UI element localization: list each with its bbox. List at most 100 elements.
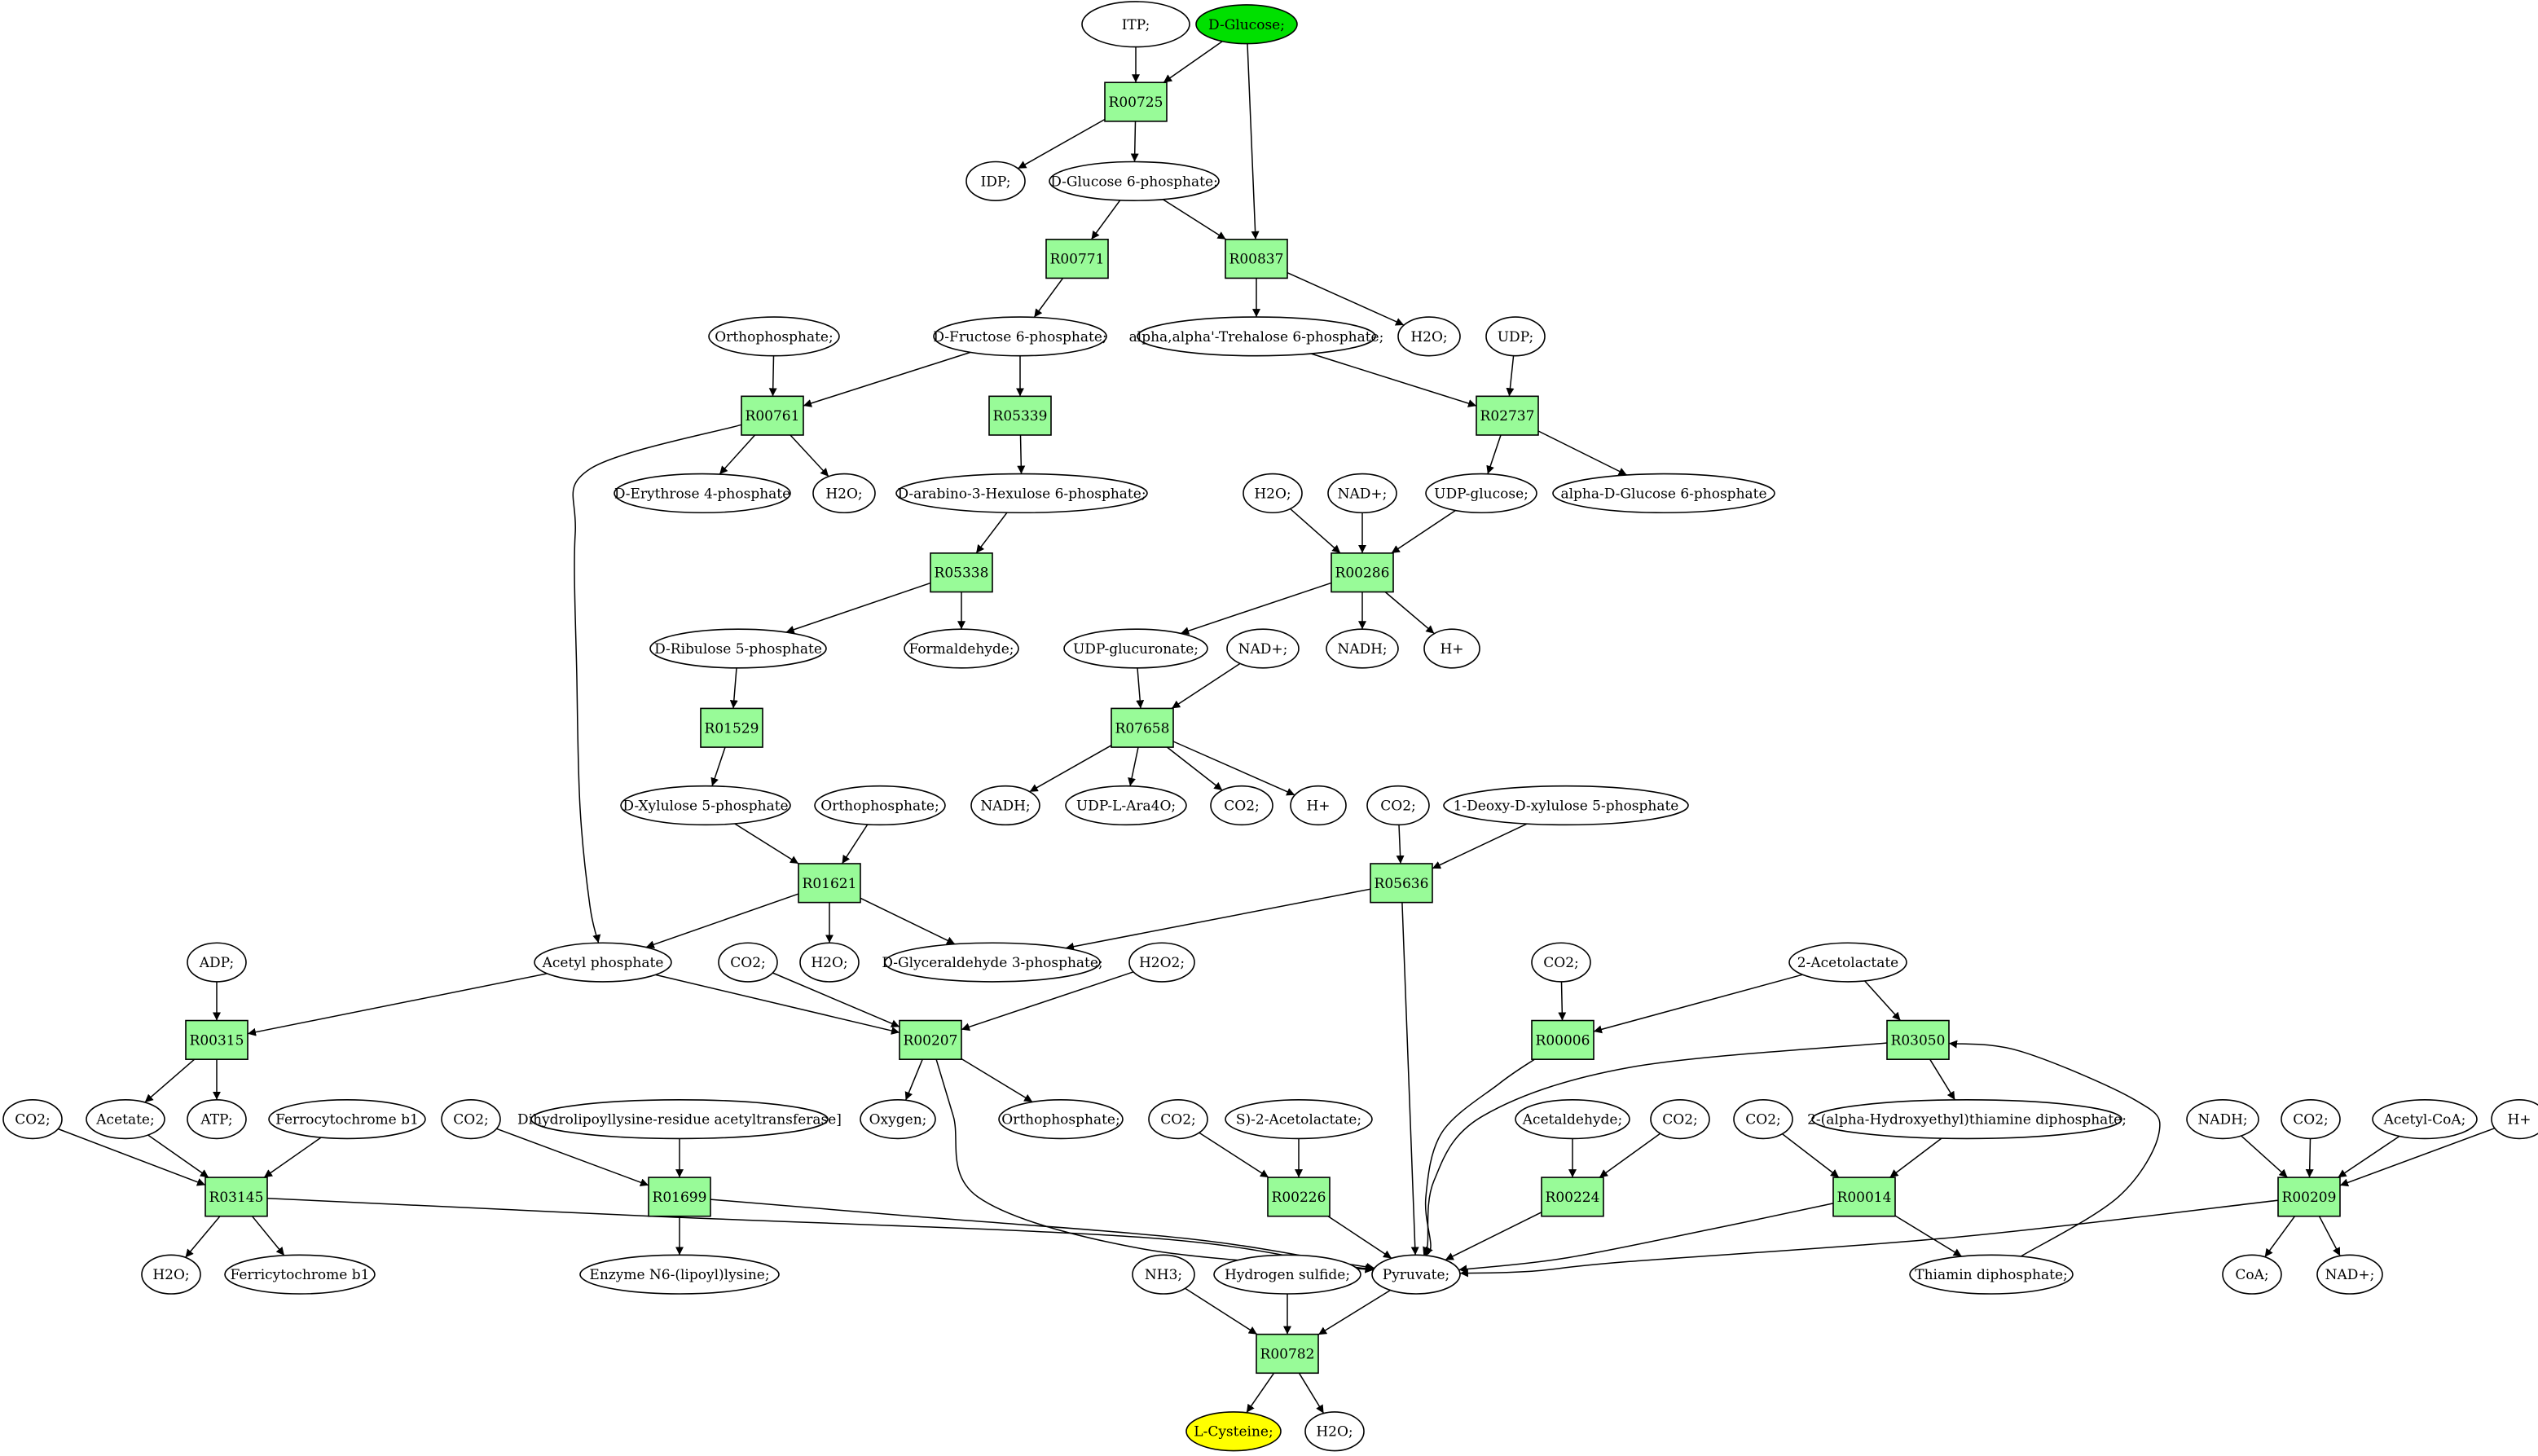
compound-ellipse: [799, 942, 860, 983]
compound-node-c_treh6p[interactable]: alpha,alpha'-Trehalose 6-phosphate;: [1129, 316, 1384, 357]
reaction-node-r_r03050[interactable]: R03050: [1886, 1019, 1950, 1060]
compound-node-c_h_a[interactable]: H+: [1423, 628, 1480, 669]
compound-node-c_co2_b[interactable]: CO2;: [1366, 785, 1430, 826]
node-label: R05338: [935, 565, 989, 582]
compound-node-c_h2o2[interactable]: H2O2;: [1128, 942, 1195, 983]
reaction-node-r_r00207[interactable]: R00207: [899, 1019, 962, 1060]
compound-node-c_h_b[interactable]: H+: [1290, 785, 1347, 826]
compound-node-c_hcho[interactable]: Formaldehyde;: [904, 628, 1019, 669]
compound-node-c_udpg[interactable]: UDP-glucose;: [1425, 473, 1537, 514]
compound-node-c_h2o_d[interactable]: H2O;: [799, 942, 860, 983]
compound-node-c_pi_c[interactable]: Orthophosphate;: [998, 1099, 1124, 1140]
compound-node-c_cys[interactable]: L-Cysteine;: [1185, 1411, 1282, 1452]
reaction-node-r_r02737[interactable]: R02737: [1476, 395, 1539, 436]
reaction-node-r_r00014[interactable]: R00014: [1832, 1177, 1896, 1217]
compound-node-c_nadh_a[interactable]: NADH;: [1326, 628, 1399, 669]
compound-node-c_h2o_f[interactable]: H2O;: [1304, 1411, 1365, 1452]
compound-node-c_co2_h[interactable]: CO2;: [1650, 1099, 1710, 1140]
reaction-node-r_r01621[interactable]: R01621: [798, 863, 861, 904]
reaction-node-r_r00209[interactable]: R00209: [2277, 1177, 2341, 1217]
compound-node-c_h2o_a[interactable]: H2O;: [1397, 316, 1461, 357]
reaction-node-r_r00761[interactable]: R00761: [741, 395, 804, 436]
compound-node-c_adp[interactable]: ADP;: [187, 942, 247, 983]
compound-node-c_fcb1_a[interactable]: Ferrocytochrome b1: [268, 1099, 426, 1140]
compound-node-c_ru5p[interactable]: D-Ribulose 5-phosphate: [649, 628, 827, 669]
compound-node-c_h2o_c[interactable]: H2O;: [1243, 473, 1303, 514]
compound-node-c_f6p[interactable]: D-Fructose 6-phosphate;: [933, 316, 1107, 357]
compound-node-c_lipoyl[interactable]: Enzyme N6-(lipoyl)lysine;: [579, 1254, 780, 1295]
compound-node-c_tpp[interactable]: Thiamin diphosphate;: [1909, 1254, 2074, 1295]
compound-node-c_ag6p[interactable]: alpha-D-Glucose 6-phosphate: [1552, 473, 1775, 514]
reaction-node-r_r03145[interactable]: R03145: [205, 1177, 268, 1217]
compound-node-c_pi_a[interactable]: Orthophosphate;: [708, 316, 840, 357]
reaction-node-r_r05338[interactable]: R05338: [930, 552, 993, 593]
reaction-node-r_r00771[interactable]: R00771: [1045, 238, 1109, 279]
compound-ellipse: [224, 1254, 376, 1295]
compound-node-c_fcb1_b[interactable]: Ferricytochrome b1: [224, 1254, 376, 1295]
reaction-node-r_r01699[interactable]: R01699: [648, 1177, 711, 1217]
edge-r_r00761-to-c_acp: [572, 424, 742, 944]
compound-node-c_o2[interactable]: Oxygen;: [860, 1099, 936, 1140]
reaction-node-r_r00006[interactable]: R00006: [1531, 1019, 1594, 1060]
compound-node-c_acl[interactable]: 2-Acetolactate: [1788, 942, 1907, 983]
compound-node-c_nad_c[interactable]: NAD+;: [2316, 1254, 2383, 1295]
reaction-node-r_r00224[interactable]: R00224: [1541, 1177, 1604, 1217]
compound-node-c_accoa[interactable]: Acetyl-CoA;: [2372, 1099, 2478, 1140]
compound-node-c_x5p[interactable]: D-Xylulose 5-phosphate: [620, 785, 791, 826]
compound-node-c_acetate[interactable]: Acetate;: [86, 1099, 165, 1140]
compound-node-c_co2_a[interactable]: CO2;: [1210, 785, 1273, 826]
compound-node-c_co2_i[interactable]: CO2;: [1733, 1099, 1793, 1140]
compound-node-c_h2o_e[interactable]: H2O;: [141, 1254, 201, 1295]
reaction-node-r_r00286[interactable]: R00286: [1331, 552, 1394, 593]
reaction-node-r_r01529[interactable]: R01529: [700, 707, 763, 748]
compound-node-c_udpara[interactable]: UDP-L-Ara4O;: [1065, 785, 1187, 826]
compound-node-c_acp[interactable]: Acetyl phosphate: [534, 942, 672, 983]
compound-node-c_nh3[interactable]: NH3;: [1132, 1254, 1195, 1295]
compound-node-c_h2s[interactable]: Hydrogen sulfide;: [1213, 1254, 1361, 1295]
compound-node-c_h2o_b[interactable]: H2O;: [812, 473, 876, 514]
compound-node-c_nadh_c[interactable]: NADH;: [2186, 1099, 2259, 1140]
compound-node-c_sacl[interactable]: S)-2-Acetolactate;: [1225, 1099, 1373, 1140]
compound-node-c_pyr[interactable]: Pyruvate;: [1371, 1254, 1461, 1295]
reaction-node-r_r00315[interactable]: R00315: [185, 1019, 249, 1060]
reaction-node-r_r05339[interactable]: R05339: [988, 395, 1052, 436]
compound-node-c_gap[interactable]: D-Glyceraldehyde 3-phosphate;: [882, 942, 1103, 983]
compound-ellipse: [86, 1099, 165, 1140]
compound-node-c_nad_b[interactable]: NAD+;: [1226, 628, 1300, 669]
compound-node-c_glc[interactable]: D-Glucose;: [1195, 4, 1298, 45]
compound-node-c_acald[interactable]: Acetaldehyde;: [1515, 1099, 1630, 1140]
compound-node-c_nad_a[interactable]: NAD+;: [1327, 473, 1397, 514]
reaction-node-r_r00226[interactable]: R00226: [1267, 1177, 1331, 1217]
compound-node-c_udp[interactable]: UDP;: [1485, 316, 1546, 357]
compound-node-c_dlat[interactable]: Dihydrolipoyllysine-residue acetyltransf…: [517, 1099, 842, 1140]
compound-node-c_e4p[interactable]: D-Erythrose 4-phosphate: [614, 473, 791, 514]
compound-node-c_co2_c[interactable]: CO2;: [718, 942, 778, 983]
compound-node-c_co2_d[interactable]: CO2;: [1531, 942, 1591, 983]
compound-node-c_dxp[interactable]: 1-Deoxy-D-xylulose 5-phosphate: [1443, 785, 1689, 826]
node-label: Acetyl phosphate: [542, 955, 664, 971]
compound-node-c_g6p[interactable]: D-Glucose 6-phosphate;: [1049, 161, 1220, 201]
compound-node-c_atp[interactable]: ATP;: [187, 1099, 247, 1140]
compound-node-c_itp[interactable]: ITP;: [1081, 1, 1190, 48]
reaction-node-r_r00782[interactable]: R00782: [1256, 1333, 1319, 1375]
compound-node-c_co2_g[interactable]: CO2;: [1148, 1099, 1208, 1140]
reaction-node-r_r00725[interactable]: R00725: [1104, 81, 1168, 122]
compound-node-c_co2_j[interactable]: CO2;: [2281, 1099, 2341, 1140]
compound-node-c_h_c[interactable]: H+: [2491, 1099, 2538, 1140]
compound-node-c_co2_f[interactable]: CO2;: [441, 1099, 501, 1140]
compound-node-c_coa[interactable]: CoA;: [2222, 1254, 2282, 1295]
reaction-node-r_r05636[interactable]: R05636: [1370, 863, 1433, 904]
compound-node-c_ah6p[interactable]: D-arabino-3-Hexulose 6-phosphate;: [895, 473, 1148, 514]
compound-node-c_pi_b[interactable]: Orthophosphate;: [814, 785, 946, 826]
edge-r_r00761-to-c_e4p: [719, 434, 756, 475]
compound-node-c_hetpp[interactable]: 2-(alpha-Hydroxyethyl)thiamine diphospha…: [1807, 1099, 2127, 1140]
reaction-node-r_r07658[interactable]: R07658: [1111, 707, 1174, 748]
reaction-node-r_r00837[interactable]: R00837: [1225, 238, 1288, 279]
compound-node-c_nadh_b[interactable]: NADH;: [970, 785, 1040, 826]
compound-node-c_idp[interactable]: IDP;: [965, 161, 1026, 201]
edge-c_udp-to-r_r02737: [1506, 355, 1515, 397]
compound-node-c_udpga[interactable]: UDP-glucuronate;: [1063, 628, 1208, 669]
compound-node-c_co2_e[interactable]: CO2;: [2, 1099, 63, 1140]
compound-ellipse: [579, 1254, 780, 1295]
